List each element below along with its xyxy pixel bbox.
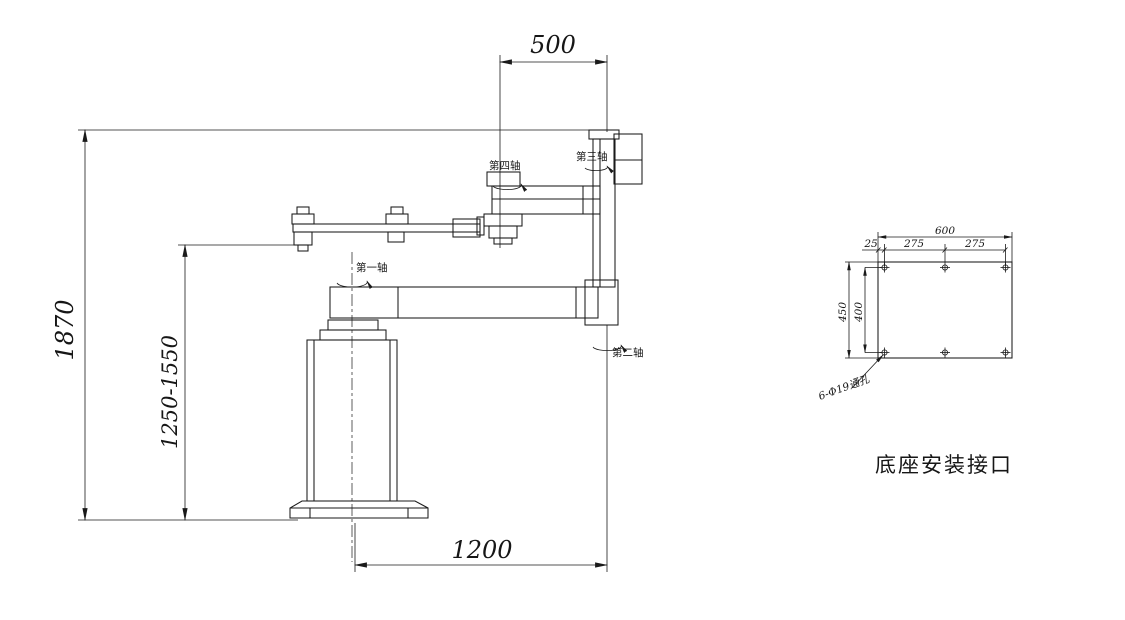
plate-dim-400-label: 400 [853,302,865,323]
robot-upper-arm [491,185,601,215]
robot-wrist [476,171,523,245]
base-plate-holes [879,262,1011,358]
base-plate-caption: 底座安装接口 [875,453,1013,477]
axis-2-rotation-icon [592,344,628,353]
robot-linkage-rod [291,206,481,252]
axis-rotation-arrows [336,165,628,353]
robot-base-plate [289,500,429,519]
axis-3-rotation-icon [584,165,614,174]
axis-2-label: 第二轴 [612,346,644,359]
base-plate-outline [877,261,1013,359]
dim-1200-label: 1200 [451,536,512,564]
plate-dim-450-label: 450 [837,302,849,323]
plate-hole-note: 6-Φ19通孔 [817,373,872,403]
plate-dim-275b-label: 275 [964,238,985,250]
base-plate-dimensions [845,232,1013,389]
dimension-500 [498,55,609,248]
axis-1-label: 第一轴 [356,261,388,274]
dim-stroke-range-label: 1250-1550 [158,335,182,449]
plate-dim-275a-label: 275 [903,238,924,250]
robot-side-view [289,129,643,519]
dim-1870-label: 1870 [51,299,79,360]
plate-dim-600-label: 600 [935,225,955,237]
dimension-1250-1550 [178,243,296,522]
dimension-1870 [78,128,612,522]
axis-4-label: 第四轴 [489,159,521,172]
axis-3-label: 第三轴 [576,150,608,163]
robot-lower-arm [329,279,619,326]
robot-vertical-link [588,129,643,288]
axis-4-rotation-icon [492,183,528,192]
dim-500-label: 500 [530,31,576,59]
axis-1-rotation-icon [336,280,373,290]
plate-dim-25-label: 25 [863,238,878,250]
dimension-1200 [353,325,609,572]
